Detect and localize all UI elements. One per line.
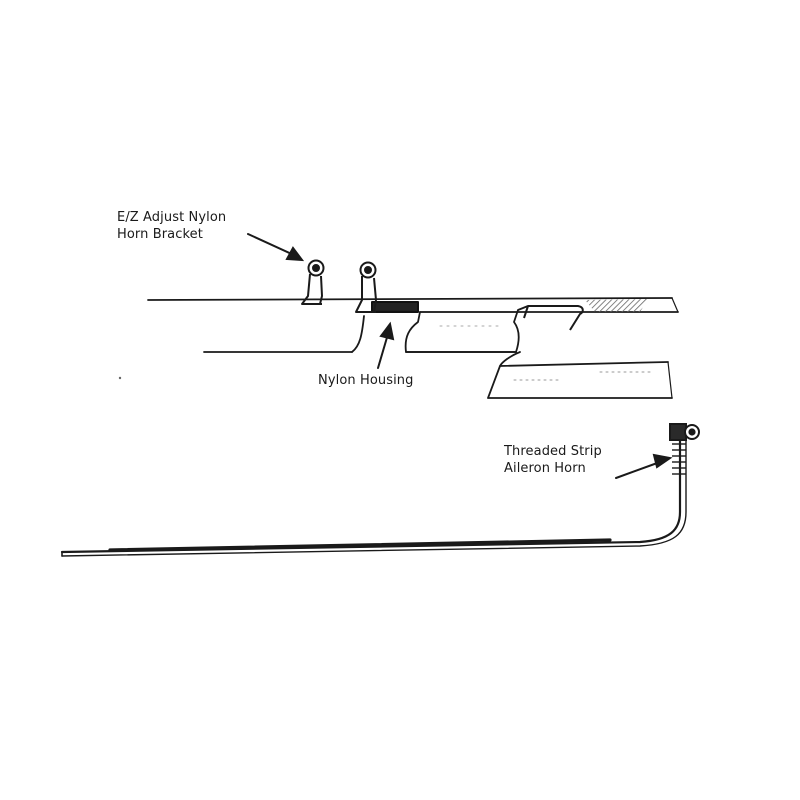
aileron-panel	[439, 325, 673, 399]
horn-bracket-right	[355, 261, 377, 313]
label-nylon-housing-line1: Nylon Housing	[318, 373, 414, 388]
arrow-threaded-strip	[615, 453, 673, 479]
label-horn-bracket-line1: E/Z Adjust Nylon	[117, 210, 227, 225]
label-horn-bracket: E/Z Adjust Nylon Horn Bracket	[117, 209, 226, 243]
horn-bracket-left	[301, 259, 325, 305]
aileron-horn-head	[669, 423, 700, 475]
nylon-housing	[371, 301, 584, 331]
label-horn-bracket-line2: Horn Bracket	[117, 227, 203, 242]
label-threaded-strip-line2: Aileron Horn	[504, 461, 586, 476]
scan-speck	[118, 376, 122, 380]
label-nylon-housing: Nylon Housing	[318, 372, 414, 389]
trailing-edge-hatch	[585, 299, 648, 312]
label-threaded-strip-line1: Threaded Strip	[504, 444, 602, 459]
aileron-horn-rod	[60, 438, 687, 557]
wing-lower-panel	[203, 309, 520, 353]
arrow-horn-bracket	[247, 233, 305, 262]
label-threaded-strip: Threaded Strip Aileron Horn	[504, 443, 602, 477]
arrow-nylon-housing	[377, 321, 395, 369]
